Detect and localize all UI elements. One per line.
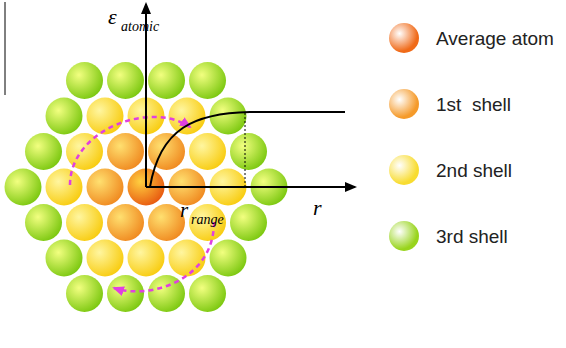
rotation-arrow: [114, 222, 214, 291]
atom: [66, 133, 103, 170]
atom: [46, 240, 83, 277]
atom: [107, 204, 144, 241]
atom: [66, 62, 103, 99]
atom: [230, 204, 267, 241]
atom: [66, 275, 103, 312]
edge-line: [5, 2, 6, 95]
atom: [189, 204, 226, 241]
atom: [169, 98, 206, 135]
legend-swatch: [389, 155, 419, 185]
atom: [87, 169, 124, 206]
atom: [5, 169, 42, 206]
atom: [25, 204, 62, 241]
atom: [189, 62, 226, 99]
atom: [169, 240, 206, 277]
atom: [189, 133, 226, 170]
atom: [148, 133, 185, 170]
axis-subscript: atomic: [121, 20, 159, 34]
atom: [107, 62, 144, 99]
atom: [87, 240, 124, 277]
atom: [210, 240, 247, 277]
energy-curve: [150, 112, 345, 187]
atom: [148, 275, 185, 312]
legend-label: 1st shell: [436, 95, 511, 114]
legend-label: Average atom: [436, 29, 554, 48]
legend-label: 2nd shell: [436, 161, 512, 180]
atom: [230, 133, 267, 170]
atom: [107, 133, 144, 170]
atom: [66, 204, 103, 241]
range-marker: [245, 113, 246, 187]
atom: [46, 98, 83, 135]
axis-symbol: r: [180, 200, 188, 221]
atom: [25, 133, 62, 170]
atom: [189, 275, 226, 312]
axis-subscript: range: [191, 213, 224, 227]
atom: [148, 204, 185, 241]
legend-swatch: [389, 89, 419, 119]
atom: [128, 240, 165, 277]
atom: [46, 169, 83, 206]
atom: [107, 275, 144, 312]
legend-swatch: [389, 23, 419, 53]
atom: [87, 98, 124, 135]
legend-label: 3rd shell: [436, 227, 508, 246]
axis-symbol: ε: [108, 6, 117, 28]
rotation-arrow: [70, 117, 190, 185]
legend-swatch: [389, 221, 419, 251]
x-axis: [146, 186, 355, 188]
axis-symbol: r: [313, 197, 322, 219]
atom: [148, 62, 185, 99]
